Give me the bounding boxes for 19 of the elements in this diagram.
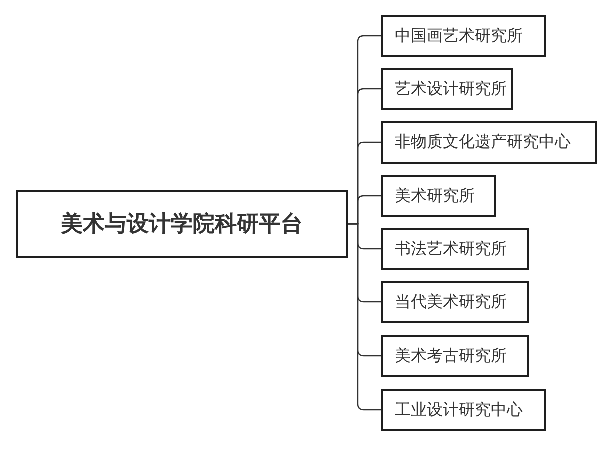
branch-box	[381, 281, 529, 323]
box-label: 工业设计研究中心	[395, 400, 523, 420]
box-label: 中国画艺术研究所	[395, 26, 523, 46]
branch-box	[381, 15, 546, 57]
branch-box	[381, 68, 513, 110]
branch-box	[381, 228, 529, 270]
branch-box	[381, 389, 546, 431]
branch-box	[381, 175, 496, 217]
box-label: 艺术设计研究所	[395, 78, 507, 100]
box-label: 书法艺术研究所	[395, 238, 507, 260]
box-label: 非物质文化遗产研究中心	[395, 132, 571, 153]
box-label: 美术考古研究所	[395, 346, 507, 366]
root-box	[16, 190, 348, 258]
box-label: 当代美术研究所	[395, 292, 507, 312]
branch-box	[381, 121, 597, 164]
branch-box	[381, 335, 529, 377]
box-label: 美术研究所	[395, 186, 475, 206]
box-label: 美术与设计学院科研平台	[61, 210, 303, 239]
connector-line	[348, 223, 381, 411]
